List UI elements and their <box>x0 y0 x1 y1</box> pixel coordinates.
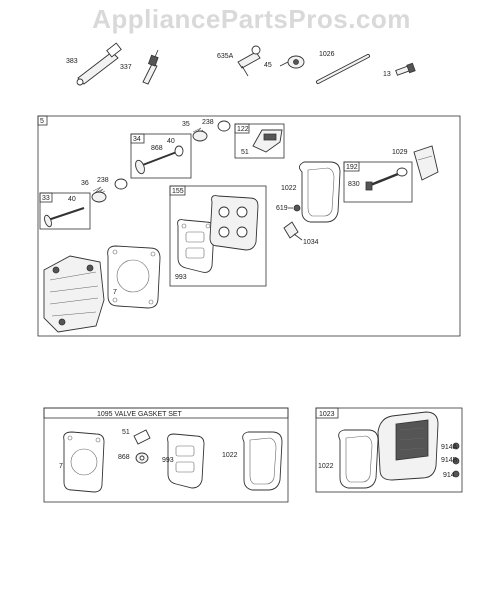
part-label-1022-b: 1022 <box>222 452 238 459</box>
part-label-337: 337 <box>120 64 132 71</box>
small-gasket-51-graphic <box>133 429 151 445</box>
screw-914a-graphic <box>452 442 460 450</box>
head-gasket-graphic-a <box>107 245 161 309</box>
part-label-1022-c: 1022 <box>318 463 334 470</box>
part-label-35: 35 <box>182 121 190 128</box>
part-label-619: 619 <box>276 205 288 212</box>
intake-valve-graphic <box>135 149 183 175</box>
part-label-238-b: 238 <box>97 177 109 184</box>
part-label-1029: 1029 <box>392 149 408 156</box>
valve-spring-graphic-a <box>192 127 208 142</box>
part-label-13: 13 <box>383 71 391 78</box>
screw-914b-graphic <box>452 457 460 465</box>
part-label-40-a: 40 <box>167 138 175 145</box>
subassembly-192-number: 192 <box>346 164 358 171</box>
cover-gasket-graphic-a <box>299 161 341 223</box>
subassembly-122-number: 122 <box>237 126 249 133</box>
part-label-635a: 635A <box>217 53 234 60</box>
main-assembly-number: 5 <box>40 118 44 125</box>
part-label-914: 914 <box>443 472 455 479</box>
part-label-45: 45 <box>264 62 272 69</box>
push-rod-graphic <box>316 54 370 84</box>
subassembly-155-frame <box>169 185 267 287</box>
part-label-1026: 1026 <box>319 51 335 58</box>
cover-gasket-graphic-c <box>338 429 379 489</box>
part-1029-graphic <box>413 145 439 181</box>
screw-619-graphic <box>288 204 301 212</box>
valve-keeper-graphic-a <box>174 145 184 157</box>
part-label-7-b: 7 <box>59 463 63 470</box>
part-label-51-a: 51 <box>241 149 249 156</box>
valve-gasket-set-title: 1095 VALVE GASKET SET <box>97 411 183 418</box>
part-label-36: 36 <box>81 180 89 187</box>
gasket-993-graphic-b <box>167 433 205 489</box>
cover-kit-number: 1023 <box>319 411 335 418</box>
part-label-868-a: 868 <box>151 145 163 152</box>
part-label-1034: 1034 <box>303 239 319 246</box>
valve-seal-graphic <box>135 452 149 464</box>
main-assembly-frame <box>37 115 461 337</box>
valve-cap-graphic-b <box>114 178 128 190</box>
exhaust-valve-graphic <box>44 207 85 228</box>
part-635a-graphic <box>237 45 261 77</box>
part-label-993-a: 993 <box>175 274 187 281</box>
cover-kit-frame <box>315 407 463 493</box>
part-830-graphic <box>365 167 408 191</box>
subassembly-34-frame <box>130 133 192 179</box>
part-45-graphic <box>279 55 305 69</box>
subassembly-122-frame <box>234 123 285 159</box>
subassembly-33-frame <box>39 192 91 230</box>
part-label-914a: 914A <box>441 444 458 451</box>
valve-cover-graphic <box>377 411 439 481</box>
gasket-993-graphic-a <box>177 219 215 273</box>
part-label-238-top: 238 <box>202 119 214 126</box>
valve-cap-graphic-a <box>217 120 231 132</box>
part-label-914b: 914B <box>441 457 458 464</box>
part-label-830: 830 <box>348 181 360 188</box>
watermark-text: AppliancePartsPros.com <box>92 4 411 34</box>
screw-914-graphic <box>452 470 460 478</box>
part-label-51-b: 51 <box>122 429 130 436</box>
gasket-plate-graphic <box>209 195 259 251</box>
cover-gasket-graphic-b <box>242 431 283 491</box>
part-label-993-b: 993 <box>162 457 174 464</box>
valve-spring-graphic-b <box>91 186 107 203</box>
main-assembly-number-box <box>37 115 48 126</box>
part-label-7-a: 7 <box>113 289 117 296</box>
cylinder-head-graphic <box>43 255 105 333</box>
subassembly-33-number: 33 <box>42 195 50 202</box>
head-gasket-graphic-b <box>63 431 105 493</box>
part-label-383: 383 <box>66 58 78 65</box>
rocker-arm-graphic <box>252 129 283 153</box>
part-label-868-b: 868 <box>118 454 130 461</box>
part-383-graphic <box>76 42 122 86</box>
part-label-1022-a: 1022 <box>281 185 297 192</box>
spark-plug-graphic <box>142 49 159 85</box>
screw-13-graphic <box>395 62 416 76</box>
part-1034-graphic <box>283 221 303 241</box>
subassembly-34-number: 34 <box>133 136 141 143</box>
part-label-40-b: 40 <box>68 196 76 203</box>
subassembly-155-number: 155 <box>172 188 184 195</box>
subassembly-192-frame <box>343 161 413 203</box>
